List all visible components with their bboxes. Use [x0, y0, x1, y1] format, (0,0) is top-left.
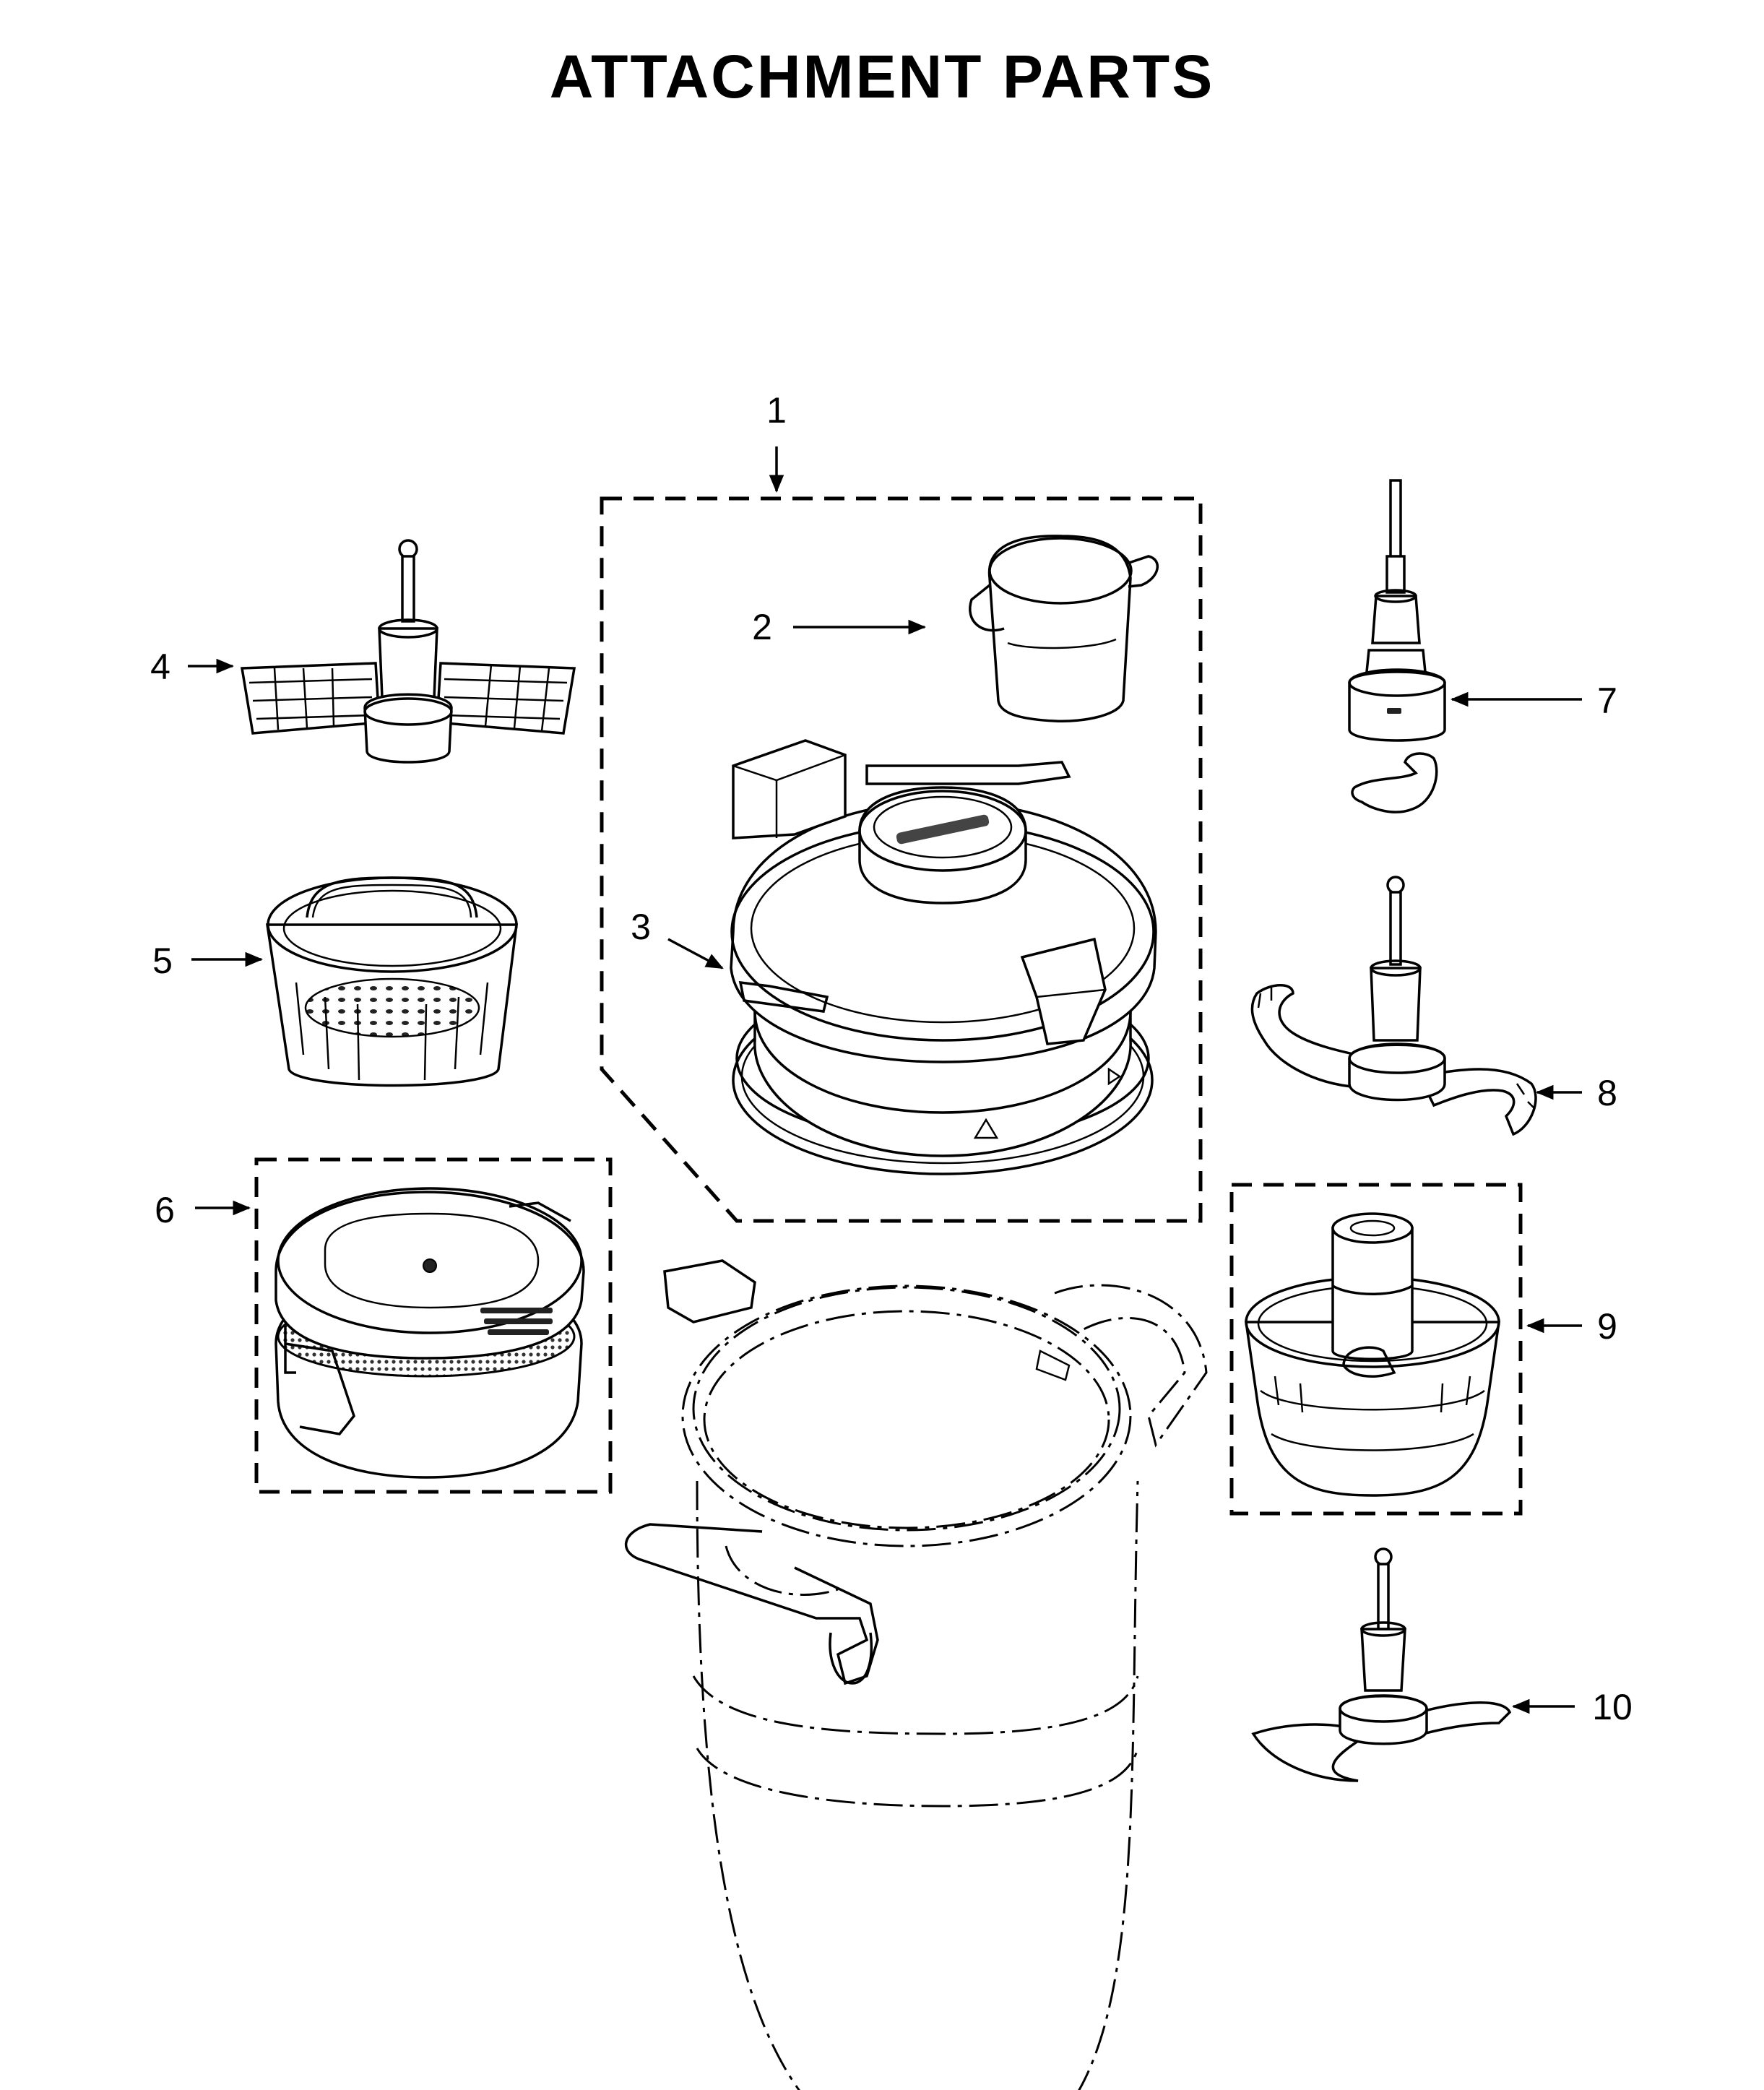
part-8-blade — [1250, 876, 1537, 1136]
callout-8: 8 — [1597, 1073, 1617, 1113]
part-10-multipurpose-blade — [1251, 1547, 1512, 1782]
group-box-1 — [600, 496, 1203, 1223]
group-box-6 — [254, 1157, 613, 1494]
page-title: ATTACHMENT PARTS — [549, 43, 1215, 111]
callout-6: 6 — [155, 1190, 175, 1230]
callout-7: 7 — [1597, 681, 1617, 721]
callout-3: 3 — [631, 907, 651, 947]
callout-1: 1 — [766, 390, 787, 431]
callout-4: 4 — [150, 647, 170, 687]
part-6-steamer-set — [274, 1187, 585, 1479]
main-bowl — [624, 1259, 1208, 2090]
part-7-dough-hook — [1348, 479, 1446, 813]
group-box-9 — [1229, 1183, 1523, 1516]
part-4-stir-tool — [240, 539, 576, 764]
callout-2: 2 — [752, 607, 772, 647]
part-3-lid — [730, 739, 1157, 1175]
part-9-mini-bowl — [1244, 1212, 1501, 1497]
callout-arrows — [188, 446, 1582, 1714]
callout-10: 10 — [1592, 1687, 1633, 1727]
callout-5: 5 — [152, 941, 173, 981]
part-2-measuring-cup — [969, 535, 1159, 722]
callout-9: 9 — [1597, 1306, 1617, 1347]
part-5-steamer-basket — [265, 876, 518, 1087]
